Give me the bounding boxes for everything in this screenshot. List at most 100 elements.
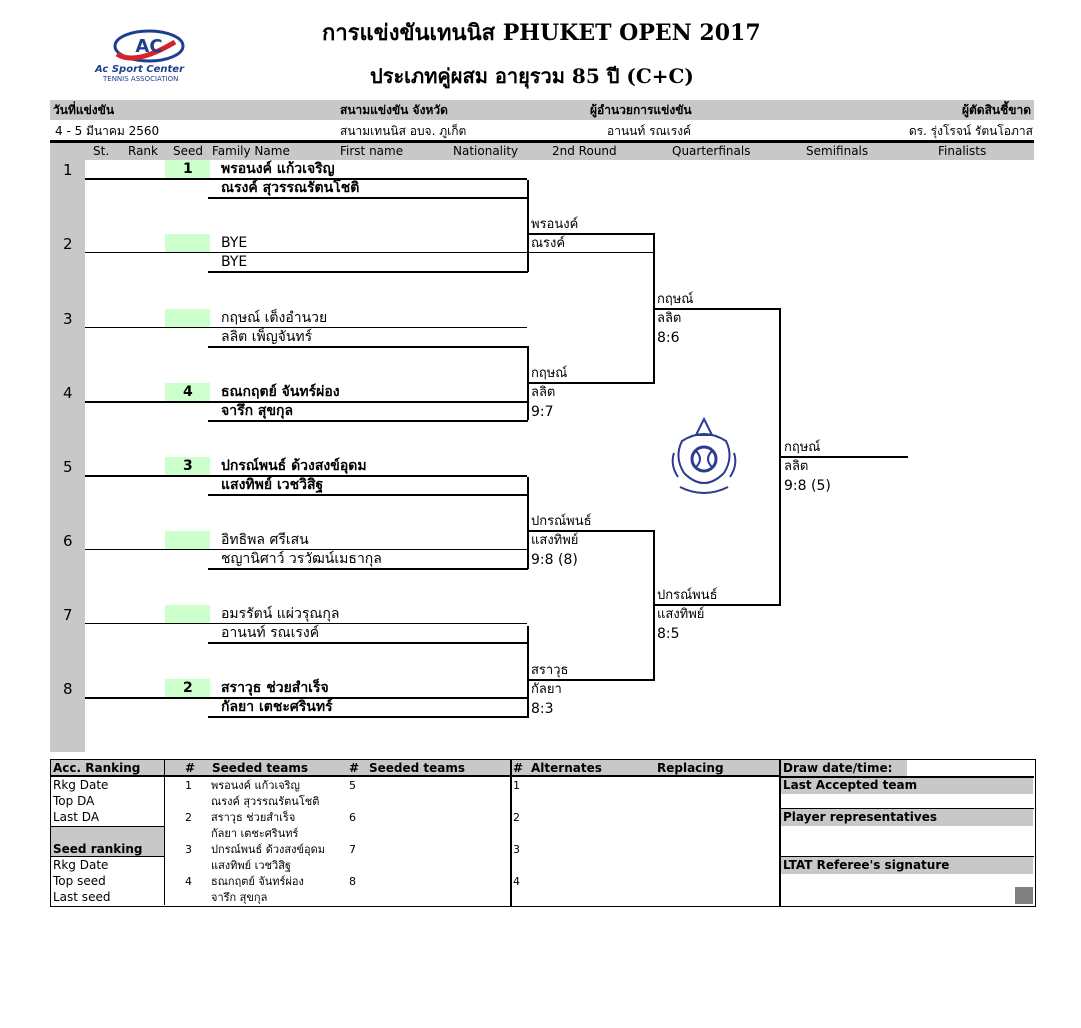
player-2-name: ชญานิศาว์ วรวัฒน์เมธากุล: [221, 551, 382, 567]
date-label: วันที่แข่งขัน: [53, 103, 115, 117]
logo-line2: TENNIS ASSOCIATION: [103, 75, 179, 83]
draw-number: 2: [63, 235, 73, 253]
col-rank: Rank: [128, 144, 158, 158]
sf-winner-b: ลลิต: [784, 459, 809, 474]
seed-team-player-1: ธณกฤตย์ จันทร์ผ่อง: [211, 875, 304, 888]
rkg-date-label: Rkg Date: [53, 778, 109, 792]
seed-team-player-1: สราวุธ ช่วยสำเร็จ: [211, 811, 296, 824]
player-1-name: BYE: [221, 235, 248, 251]
alternate-number: 4: [513, 875, 520, 888]
seed-ranking-label: Seed ranking: [53, 842, 143, 856]
sf-winner-a: กฤษณ์: [784, 440, 821, 455]
referee-value: ดร. รุ่งโรจน์ รัตนโอภาส: [908, 124, 1033, 138]
referee-label: ผู้ตัดสินชี้ขาด: [961, 103, 1031, 117]
entry-line: [85, 401, 527, 403]
last-da-label: Last DA: [53, 810, 100, 824]
seed-cell: [165, 531, 210, 549]
date-value: 4 - 5 มีนาคม 2560: [55, 124, 160, 138]
draw-number: 7: [63, 606, 73, 624]
r2-score: 9:8 (8): [531, 552, 578, 568]
r2-winner-a: ปกรณ์พนธ์: [531, 514, 592, 529]
qf-score: 8:5: [657, 626, 680, 642]
entry-line-2: [208, 642, 528, 644]
entry-line: [85, 475, 527, 477]
entry-line: [85, 549, 527, 550]
r2-score: 8:3: [531, 701, 554, 717]
player-2-name: จารึก สุขกุล: [221, 403, 294, 419]
qf-score: 8:6: [657, 330, 680, 346]
footer-table: [50, 759, 1036, 907]
seed-number-2: 6: [349, 811, 356, 824]
entry-line-2: [208, 197, 528, 199]
col-2nd-round: 2nd Round: [552, 144, 617, 158]
seed-number: 4: [185, 875, 192, 888]
entry-line: [85, 252, 527, 253]
seed-number: 3: [183, 458, 193, 474]
entry-line-2: [208, 420, 528, 422]
draw-number: 6: [63, 532, 73, 550]
seed-cell: [165, 234, 210, 252]
seed-number: 2: [183, 680, 193, 696]
alternates-label: Alternates: [531, 761, 602, 775]
r2-winner-b: กัลยา: [531, 682, 562, 697]
col-seed: Seed: [173, 144, 203, 158]
seed-cell: [165, 160, 210, 178]
alt-hash: #: [513, 761, 524, 775]
seed-number-2: 5: [349, 779, 356, 792]
acc-ranking-label: Acc. Ranking: [53, 761, 141, 775]
player-1-name: กฤษณ์ เต็งอำนวย: [221, 310, 328, 326]
seed-hash: #: [185, 761, 196, 775]
page-subtitle: ประเภทคู่ผสม อายุรวม 85 ปี (C+C): [370, 64, 694, 88]
draw-number: 1: [63, 161, 73, 179]
seed-hash-2: #: [349, 761, 360, 775]
header-divider: [50, 140, 1034, 143]
r2-winner-b: ลลิต: [531, 385, 556, 400]
seed-number: 4: [183, 384, 193, 400]
seed-team-player-1: ปกรณ์พนธ์ ด้วงสงข์อุดม: [211, 843, 326, 856]
info-header-bar: [50, 100, 1034, 120]
player-1-name: อมรรัตน์ แผ่วรุณกุล: [221, 606, 340, 622]
referee-signature-label: LTAT Referee's signature: [783, 858, 950, 872]
qf-winner-a: กฤษณ์: [657, 292, 694, 307]
player-1-name: ปกรณ์พนธ์ ด้วงสงข์อุดม: [221, 458, 367, 474]
entry-line-2: [208, 346, 528, 348]
seed-cell: [165, 679, 210, 697]
logo: AC Ac Sport Center TENNIS ASSOCIATION: [95, 22, 195, 86]
draw-number: 4: [63, 384, 73, 402]
entry-line: [85, 178, 527, 180]
logo-mark: AC: [135, 36, 162, 57]
r2-winner-a: กฤษณ์: [531, 366, 568, 381]
seed-team-player-1: พรอนงค์ แก้วเจริญ: [211, 779, 300, 792]
venue-label: สนามแข่งขัน จังหวัด: [340, 103, 448, 117]
col-finalists: Finalists: [938, 144, 987, 158]
player-1-name: ธณกฤตย์ จันทร์ผ่อง: [221, 384, 340, 400]
player-2-name: ลลิต เพ็ญจันทร์: [221, 329, 313, 345]
qf-winner-b: แสงทิพย์: [657, 607, 705, 622]
qf-winner-a: ปกรณ์พนธ์: [657, 588, 718, 603]
top-seed-label: Top seed: [53, 874, 106, 888]
player-1-name: อิทธิพล ศรีเสน: [221, 532, 309, 548]
player-1-name: พรอนงค์ แก้วเจริญ: [221, 161, 335, 177]
player-1-name: สราวุธ ช่วยสำเร็จ: [221, 680, 329, 696]
seed-team-player-2: ณรงค์ สุวรรณรัตนโชติ: [211, 795, 320, 808]
ac-logo-icon: AC: [113, 29, 185, 63]
player-2-name: BYE: [221, 254, 248, 270]
seeded-teams-label: Seeded teams: [212, 761, 309, 775]
r2-winner-a: สราวุธ: [531, 663, 569, 678]
last-accepted-label: Last Accepted team: [783, 778, 918, 792]
entry-line: [85, 623, 527, 624]
qf-winner-b: ลลิต: [657, 311, 682, 326]
seed-cell: [165, 383, 210, 401]
logo-line1: Ac Sport Center: [95, 64, 184, 75]
director-label: ผู้อำนวยการแข่งขัน: [590, 103, 692, 117]
seed-cell: [165, 309, 210, 327]
alternate-number: 2: [513, 811, 520, 824]
seed-number-2: 8: [349, 875, 356, 888]
col-quarterfinals: Quarterfinals: [672, 144, 751, 158]
venue-value: สนามเทนนิส อบจ. ภูเก็ต: [340, 124, 467, 138]
seeded-teams-label-2: Seeded teams: [369, 761, 466, 775]
entry-line: [85, 697, 527, 699]
player-2-name: กัลยา เตชะศรินทร์: [221, 699, 333, 715]
rkg-date-label-2: Rkg Date: [53, 858, 109, 872]
entry-line-2: [208, 568, 528, 570]
